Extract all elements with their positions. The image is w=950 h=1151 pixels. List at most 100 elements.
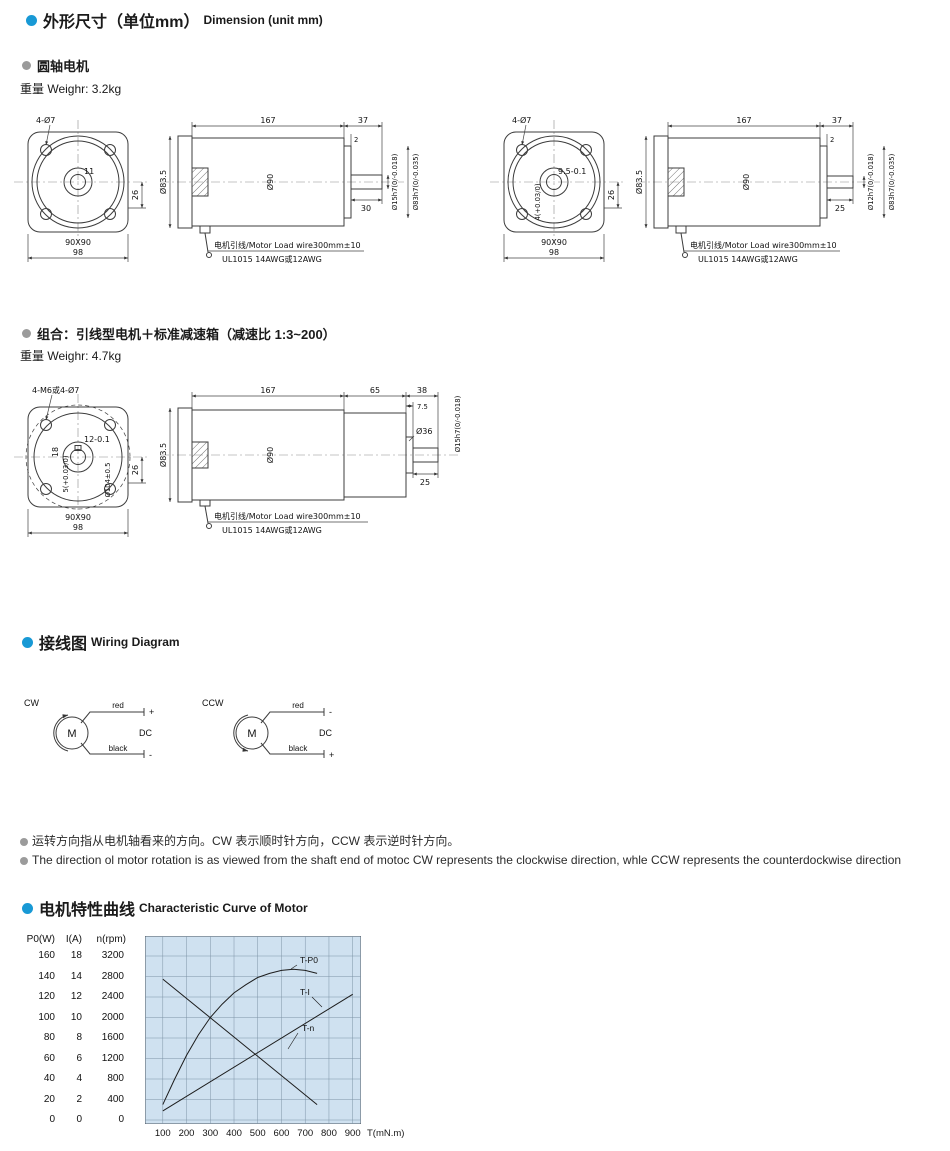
dim-167: 167: [260, 386, 275, 395]
ccw-wiring-diagram: CCW M red - black + DC: [202, 698, 334, 760]
front-outline: [25, 404, 131, 510]
note-bullet-icon: [20, 837, 28, 846]
motor3-side-view: 167 65 38 7.5 Ø83.5 Ø90 Ø36 25 Ø15h7(0/-…: [158, 386, 462, 535]
dim-keyway: 4(+0.03/0): [534, 183, 542, 220]
dim-flange-dia: Ø83.5: [158, 443, 168, 467]
x-axis-label: T(mN.m): [367, 1128, 405, 1139]
y-tick-label: 800: [107, 1073, 124, 1084]
x-tick-label: 300: [202, 1128, 219, 1139]
curve-title-cn: 电机特性曲线: [39, 902, 136, 919]
y-tick-label: 160: [38, 950, 55, 961]
black-wire-label: black: [289, 744, 309, 753]
series-T-I: [162, 993, 353, 1112]
curve-title-en: Characteristic Curve of Motor: [139, 901, 308, 915]
dim-pilot-dia: Ø83h7(0/-0.035): [888, 153, 896, 210]
motor2-side-view: 167 37 2 Ø83.5 Ø90 25 Ø12h7(0/-0.018) Ø8…: [634, 116, 896, 264]
sub-bullet-icon: [22, 61, 31, 70]
motor1-front-view: 4-Ø7 11 26 90X90 98: [14, 115, 148, 262]
y-tick-label: 0: [118, 1114, 124, 1125]
plus-terminal: +: [149, 707, 154, 717]
dim-flange-dia: Ø83.5: [158, 170, 168, 194]
combo-weight: 重量 Weighr: 4.7kg: [20, 349, 122, 363]
y-tick-label: 14: [70, 970, 82, 982]
front-dimension-lines: [503, 124, 622, 262]
front-labels: 4-Ø7 9.5-0.1 4(+0.03/0) 26 90X90 98: [512, 115, 616, 257]
section-bullet-icon: [26, 14, 37, 26]
series-label: T-P0: [300, 955, 318, 965]
dim-square: 90X90: [541, 238, 567, 247]
dim-shaft-dia: Ø15h7(0/-0.018): [454, 395, 462, 452]
front-labels: 4-M6或4-Ø7 12-0.1 18 5(+0.03/0) Ø104±0.5 …: [32, 385, 140, 532]
side-labels: 167 37 2 Ø83.5 Ø90 30 Ø15h7(0/-0.018) Ø8…: [158, 116, 420, 264]
x-tick-label: 800: [321, 1128, 337, 1139]
x-tick-label: 900: [344, 1128, 361, 1139]
motor3-drawing: 4-M6或4-Ø7 12-0.1 18 5(+0.03/0) Ø104±0.5 …: [14, 385, 462, 537]
dim-key-width: 5(+0.03/0): [62, 455, 70, 492]
dim-square: 90X90: [65, 513, 91, 522]
motor1-side-view: 167 37 2 Ø83.5 Ø90 30 Ø15h7(0/-0.018) Ø8…: [158, 116, 420, 264]
dim-2: 2: [830, 136, 834, 144]
front-labels: 4-Ø7 11 26 90X90 98: [36, 115, 140, 257]
dim-2: 2: [354, 136, 358, 144]
axis-header-i: I(A): [65, 934, 82, 945]
y-tick-label: 100: [38, 1011, 55, 1023]
sub-bullet-icon: [22, 329, 31, 338]
wire-note-1: 电机引线/Motor Load wire300mm±10: [214, 511, 361, 521]
dim-pilot-dia: Ø83h7(0/-0.035): [412, 153, 420, 210]
round-shaft-subheader: 圆轴电机: [22, 56, 89, 75]
dim-bolt-circle: Ø104±0.5: [104, 463, 112, 498]
rotation-note-en: The direction ol motor rotation is as vi…: [20, 853, 901, 867]
x-tick-label: 400: [226, 1128, 242, 1139]
y-tick-label: 1600: [101, 1032, 124, 1043]
round-shaft-weight: 重量 Weighr: 3.2kg: [20, 82, 122, 96]
red-wire-label: red: [112, 701, 124, 710]
cw-rotation-arrow-icon: [53, 714, 69, 752]
series-label: T-I: [300, 987, 310, 997]
y-tick-label: 2: [76, 1093, 82, 1105]
dim-26: 26: [607, 190, 616, 200]
rotation-note-cn: 运转方向指从电机轴看来的方向。CW 表示顺时针方向，CCW 表示逆时针方向。: [20, 832, 459, 849]
y-tick-label: 60: [43, 1052, 55, 1064]
front-dimension-lines: [27, 124, 146, 262]
side-dimension-lines: [168, 392, 439, 523]
wire-note-1: 电机引线/Motor Load wire300mm±10: [214, 240, 361, 250]
y-tick-label: 80: [43, 1032, 55, 1043]
note-text-cn: 运转方向指从电机轴看来的方向。CW 表示顺时针方向，CCW 表示逆时针方向。: [32, 834, 460, 848]
dim-body-dia: Ø90: [741, 174, 751, 190]
motor3-front-view: 4-M6或4-Ø7 12-0.1 18 5(+0.03/0) Ø104±0.5 …: [14, 385, 148, 537]
dimension-title-en: Dimension (unit mm): [203, 13, 323, 27]
y-tick-label: 400: [107, 1093, 124, 1105]
y-tick-label: 18: [70, 950, 82, 961]
motor1-drawing: 4-Ø7 11 26 90X90 98: [14, 115, 420, 264]
dim-key-len: 12-0.1: [84, 435, 110, 444]
dimension-title-cn: 外形尺寸（单位mm）: [43, 14, 200, 31]
front-outline: [503, 131, 605, 233]
y-tick-label: 1200: [101, 1052, 124, 1064]
dim-38: 38: [417, 386, 427, 395]
dim-center: 11: [84, 167, 94, 176]
dim-flange-dia: Ø83.5: [634, 170, 644, 194]
dim-98: 98: [73, 248, 83, 257]
cw-label: CW: [24, 698, 39, 708]
wire-note-2: UL1015 14AWG或12AWG: [222, 254, 322, 264]
y-tick-label: 10: [70, 1011, 82, 1023]
wire-note-2: UL1015 14AWG或12AWG: [222, 525, 322, 535]
dim-167: 167: [736, 116, 751, 125]
front-dimension-lines: [27, 394, 146, 537]
plot-background: [145, 936, 361, 1124]
dim-18: 18: [51, 447, 60, 457]
axis-header-p0: P0(W): [26, 934, 55, 945]
dim-7-5: 7.5: [417, 403, 428, 411]
motor-symbol: M: [247, 728, 256, 740]
wiring-title-en: Wiring Diagram: [91, 635, 180, 649]
section-bullet-icon: [22, 636, 33, 648]
minus-terminal: -: [149, 750, 152, 760]
plus-terminal: +: [329, 750, 334, 760]
dim-65: 65: [370, 386, 380, 395]
round-shaft-label: 圆轴电机: [37, 59, 90, 74]
